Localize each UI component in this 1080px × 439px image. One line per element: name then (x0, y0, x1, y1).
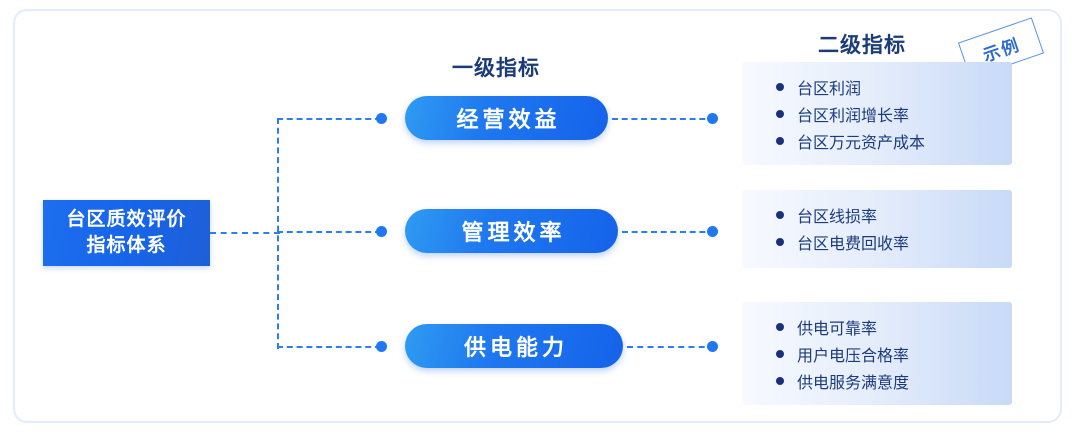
connector-trunk-to-pill-0 (277, 118, 381, 120)
level2-card-2: 供电可靠率 用户电压合格率 供电服务满意度 (742, 302, 1012, 405)
level1-pill-jingying-xiaoyi[interactable]: 经营效益 (405, 96, 608, 140)
list-item-label: 供电服务满意度 (797, 374, 910, 392)
connector-dot-card-0-left (707, 113, 718, 124)
bullet-icon (776, 109, 784, 118)
level1-pill-label: 管理效率 (461, 220, 566, 245)
connector-pill-0-to-card-0 (612, 118, 715, 120)
list-item-label: 台区万元资产成本 (797, 134, 926, 152)
example-stamp-label: 示例 (980, 34, 1023, 66)
list-item: 供电服务满意度 (776, 367, 1012, 394)
list-item-label: 供电可靠率 (797, 320, 878, 338)
bullet-icon (776, 82, 784, 91)
bullet-icon (776, 322, 784, 331)
root-node: 台区质效评价 指标体系 (43, 200, 210, 266)
bullet-icon (776, 376, 784, 385)
level1-pill-label: 供电能力 (463, 335, 568, 360)
connector-dot-pill-2-left (376, 341, 387, 352)
connector-root-stem (210, 232, 280, 234)
connector-dot-card-2-left (707, 341, 718, 352)
list-item: 台区电费回收率 (776, 228, 1012, 255)
list-item: 供电可靠率 (776, 313, 1012, 340)
root-node-line-2: 指标体系 (86, 235, 167, 256)
connector-trunk-to-pill-1 (277, 231, 381, 233)
bullet-icon (776, 237, 784, 246)
list-item: 台区线损率 (776, 201, 1012, 228)
list-item: 台区万元资产成本 (776, 127, 1012, 154)
bullet-icon (776, 210, 784, 219)
connector-dot-card-1-left (707, 226, 718, 237)
list-item: 台区利润 (776, 73, 1012, 100)
list-item-label: 台区线损率 (797, 208, 878, 226)
root-node-line-1: 台区质效评价 (66, 209, 187, 230)
connector-pill-2-to-card-2 (627, 346, 715, 348)
level2-card-1: 台区线损率 台区电费回收率 (742, 190, 1012, 268)
list-item-label: 台区利润增长率 (797, 107, 910, 125)
level1-pill-label: 经营效益 (456, 107, 561, 132)
level1-pill-guanli-xiaolv[interactable]: 管理效率 (405, 209, 618, 253)
bullet-icon (776, 349, 784, 358)
list-item: 用户电压合格率 (776, 340, 1012, 367)
connector-vertical-trunk (277, 118, 279, 349)
connector-trunk-to-pill-2 (277, 346, 381, 348)
connector-pill-1-to-card-1 (622, 231, 715, 233)
list-item-label: 用户电压合格率 (797, 347, 910, 365)
list-item: 台区利润增长率 (776, 100, 1012, 127)
list-item-label: 台区利润 (797, 80, 862, 98)
level2-card-0: 台区利润 台区利润增长率 台区万元资产成本 (742, 62, 1012, 165)
connector-dot-pill-0-left (376, 113, 387, 124)
connector-dot-pill-1-left (376, 226, 387, 237)
level1-pill-gongdian-nengli[interactable]: 供电能力 (405, 324, 623, 368)
level1-column-header: 一级指标 (452, 57, 540, 80)
bullet-icon (776, 136, 784, 145)
list-item-label: 台区电费回收率 (797, 235, 910, 253)
level2-column-header: 二级指标 (818, 34, 906, 57)
